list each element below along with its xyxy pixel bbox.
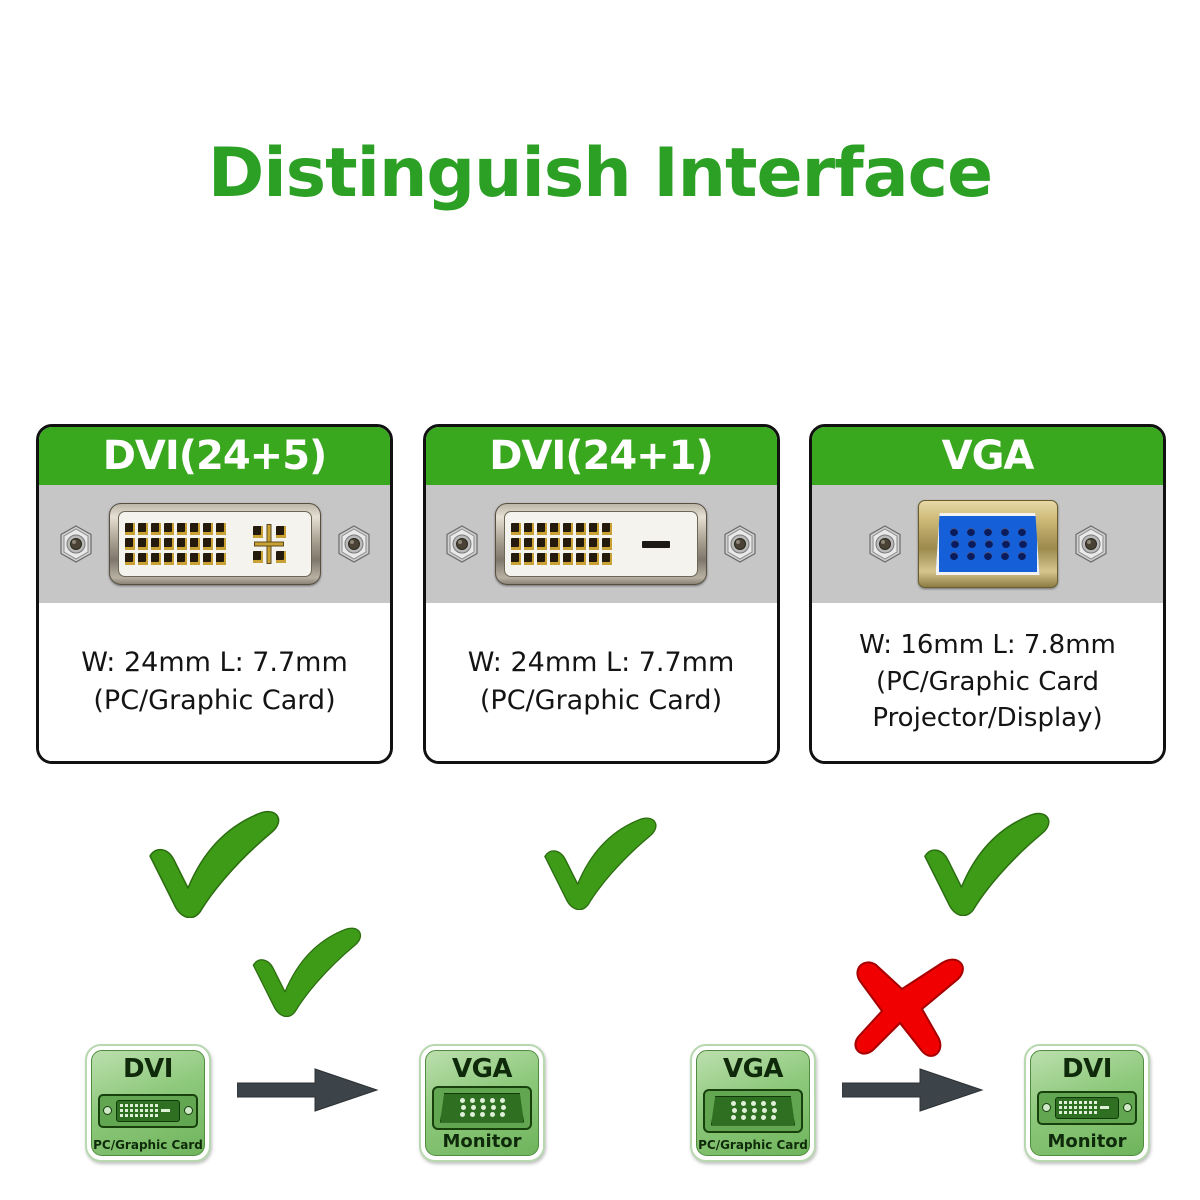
mini-dvi-blade xyxy=(1100,1106,1109,1109)
connector-illustration-dvi-24-1 xyxy=(425,485,777,603)
card-header-label: DVI(24+1) xyxy=(489,433,714,479)
verdict-cross-mark-icon xyxy=(838,953,978,1071)
port-title: DVI xyxy=(123,1054,173,1084)
port-subtitle: PC/Graphic Card xyxy=(93,1138,203,1152)
verdict-check-mark-icon xyxy=(245,925,370,1017)
card-header-vga: VGA xyxy=(812,427,1163,485)
port-box-source-vga: VGA PC/Graphic Card xyxy=(690,1044,816,1162)
mini-dvi-pin-grid xyxy=(120,1104,158,1117)
compatibility-section: DVI PC/Graphic Card xyxy=(0,927,1200,1170)
mini-vga-connector-icon xyxy=(703,1088,803,1133)
vga-pin-row xyxy=(949,528,1026,536)
arrow-right-icon xyxy=(842,1065,984,1115)
thumbscrew-icon xyxy=(59,525,93,563)
dvi-flat-blade-slot xyxy=(620,512,691,576)
mini-dvi-insert xyxy=(1055,1096,1119,1119)
check-mark-icon xyxy=(140,808,290,918)
card-header-label: DVI(24+5) xyxy=(102,433,328,479)
dvi-24-5-connector-icon xyxy=(108,503,321,585)
port-box-inner: VGA PC/Graphic Card xyxy=(696,1050,810,1156)
arrow-right-icon xyxy=(237,1065,379,1115)
interface-card-row: DVI(24+5) xyxy=(36,424,1166,764)
interface-card-dvi-24-1: DVI(24+1) xyxy=(422,424,780,764)
card-description-dvi-24-1: W: 24mm L: 7.7mm (PC/Graphic Card) xyxy=(425,603,777,761)
card-header-dvi-24-5: DVI(24+5) xyxy=(39,427,390,485)
port-subtitle: Monitor xyxy=(1047,1131,1127,1152)
port-subtitle: Monitor xyxy=(442,1131,522,1152)
dvi-flat-blade xyxy=(641,540,670,548)
port-box-inner: DVI Monitor xyxy=(1030,1050,1144,1156)
checkmark-cell-dvi-24-1 xyxy=(423,805,780,920)
mini-dvi-pin-grid xyxy=(1059,1101,1097,1114)
compatibility-dvi-to-vga: DVI PC/Graphic Card xyxy=(85,927,545,1170)
dvi-insert xyxy=(504,511,698,577)
card-desc-line: (PC/Graphic Card) xyxy=(93,685,336,716)
dvi-insert xyxy=(117,511,312,577)
mini-vga-insert xyxy=(711,1095,795,1126)
thumbscrew-icon xyxy=(445,525,479,563)
dvi-cross-blade-horizontal xyxy=(254,541,284,547)
card-description-vga: W: 16mm L: 7.8mm (PC/Graphic Card Projec… xyxy=(812,603,1163,761)
dvi-24-1-connector-icon xyxy=(495,503,707,585)
connector-illustration-vga xyxy=(812,485,1163,603)
card-desc-line: W: 24mm L: 7.7mm xyxy=(467,646,735,678)
card-desc-line: (PC/Graphic Card xyxy=(875,666,1100,697)
port-box-inner: DVI PC/Graphic Card xyxy=(91,1050,205,1156)
port-title: DVI xyxy=(1062,1054,1112,1084)
card-desc-line: W: 16mm L: 7.8mm xyxy=(859,629,1116,660)
interface-card-dvi-24-5: DVI(24+5) xyxy=(36,424,393,764)
mini-vga-pin-row xyxy=(459,1098,505,1103)
check-mark-icon xyxy=(536,815,666,910)
vga-insert xyxy=(935,513,1040,575)
checkmark-cell-dvi-24-5 xyxy=(36,805,393,920)
card-desc-line: (PC/Graphic Card) xyxy=(479,685,723,716)
mini-dvi-insert xyxy=(116,1099,180,1122)
card-header-dvi-24-1: DVI(24+1) xyxy=(425,427,777,485)
mini-vga-pin-row xyxy=(730,1115,776,1120)
interface-card-vga: VGA xyxy=(809,424,1166,764)
mini-dvi-connector-icon xyxy=(98,1093,198,1128)
thumbscrew-icon xyxy=(337,525,371,563)
mini-vga-pin-row xyxy=(731,1108,777,1113)
check-mark-icon xyxy=(915,810,1060,916)
card-desc-line: W: 24mm L: 7.7mm xyxy=(81,646,348,678)
port-box-inner: VGA Monitor xyxy=(425,1050,539,1156)
mini-vga-pin-row xyxy=(460,1105,506,1110)
checkmark-cell-vga xyxy=(809,805,1166,920)
port-title: VGA xyxy=(722,1054,784,1084)
connector-illustration-dvi-24-5 xyxy=(39,485,390,603)
checkmark-row xyxy=(36,805,1166,920)
vga-pin-row xyxy=(949,552,1026,560)
compatibility-vga-to-dvi: VGA PC/Graphic Card xyxy=(690,955,1150,1170)
port-subtitle: PC/Graphic Card xyxy=(698,1138,808,1152)
mini-dvi-connector-icon xyxy=(1037,1090,1137,1125)
mini-vga-insert xyxy=(440,1092,524,1123)
port-box-target-dvi: DVI Monitor xyxy=(1024,1044,1150,1162)
mini-vga-pin-row xyxy=(459,1112,505,1117)
port-box-source-dvi: DVI PC/Graphic Card xyxy=(85,1044,211,1162)
dvi-analog-quad-and-blade xyxy=(234,512,305,576)
thumbscrew-icon xyxy=(1074,525,1108,563)
card-header-label: VGA xyxy=(941,433,1035,479)
port-box-target-vga: VGA Monitor xyxy=(419,1044,545,1162)
thumbscrew-icon xyxy=(868,525,902,563)
vga-connector-icon xyxy=(917,500,1058,588)
vga-pin-row xyxy=(951,540,1027,548)
dvi-pin-grid-24 xyxy=(511,523,612,565)
page-title: Distinguish Interface xyxy=(207,134,993,213)
mini-dvi-blade xyxy=(161,1109,170,1112)
mini-vga-connector-icon xyxy=(432,1085,532,1130)
thumbscrew-icon xyxy=(723,525,757,563)
mini-vga-pin-row xyxy=(730,1101,776,1106)
dvi-quad-pins xyxy=(252,525,286,563)
card-description-dvi-24-5: W: 24mm L: 7.7mm (PC/Graphic Card) xyxy=(39,603,390,761)
port-title: VGA xyxy=(451,1054,513,1084)
card-desc-line: Projector/Display) xyxy=(872,703,1103,734)
dvi-pin-grid-24 xyxy=(124,523,226,565)
